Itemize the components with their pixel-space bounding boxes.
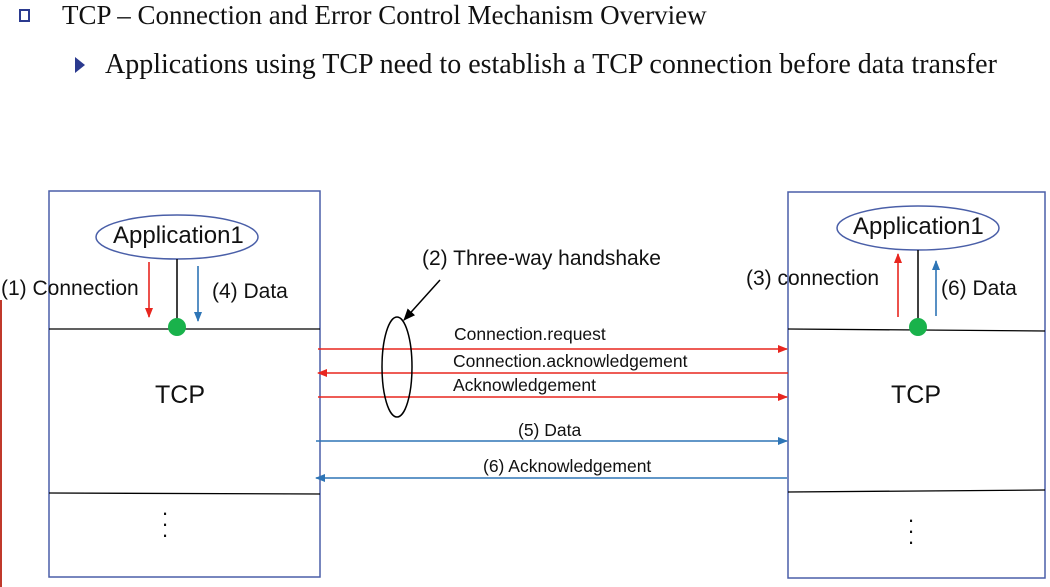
left-tcp-label: TCP: [155, 381, 205, 409]
title-bullet-icon: [19, 9, 30, 22]
ack-label: Acknowledgement: [453, 375, 596, 395]
right-host-box: [787, 191, 1046, 579]
right-data-label: (6) Data: [941, 277, 1017, 300]
left-host-box: [48, 190, 321, 578]
right-ellipsis: ···: [907, 507, 915, 554]
left-ellipsis: ···: [161, 500, 169, 547]
right-app-label: Application1: [853, 213, 984, 240]
left-tcp-lower-divider: [48, 492, 321, 495]
data-ack-label: (6) Acknowledgement: [483, 456, 652, 476]
left-app-label: Application1: [113, 222, 244, 249]
connection-ack-label: Connection.acknowledgement: [453, 351, 688, 371]
bullet-text: Applications using TCP need to establish…: [105, 49, 997, 80]
left-connection-label: (1) Connection: [1, 277, 139, 300]
connection-request-label: Connection.request: [454, 324, 606, 344]
left-data-label: (4) Data: [212, 280, 288, 303]
right-tcp-lower-divider: [787, 489, 1046, 493]
slide-edge-marker: [0, 300, 2, 587]
right-connection-label: (3) connection: [746, 267, 880, 290]
handshake-label: (2) Three-way handshake: [422, 247, 661, 270]
bullet-arrow-icon: [75, 57, 85, 73]
right-tcp-label: TCP: [891, 381, 941, 409]
data-label: (5) Data: [518, 420, 582, 440]
handshake-ellipse: [381, 316, 413, 418]
left-port-dot: [168, 318, 186, 336]
right-port-dot: [909, 318, 927, 336]
slide-title: TCP – Connection and Error Control Mecha…: [62, 0, 707, 30]
handshake-pointer-arrow: [403, 279, 441, 321]
